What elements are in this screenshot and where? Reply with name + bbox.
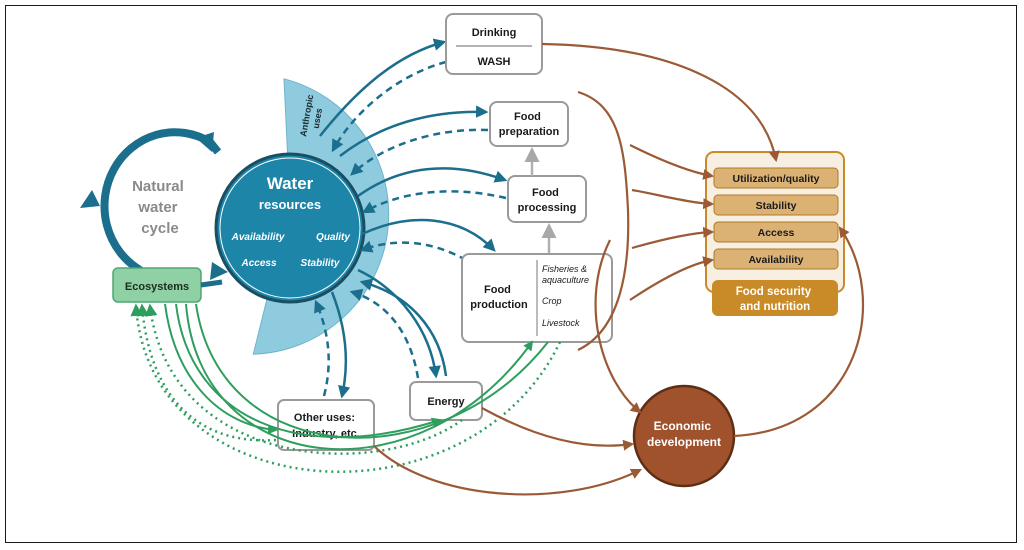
arrow-ecosystems-to-food-production-2: [195, 303, 549, 439]
ecosystems-label: Ecosystems: [125, 281, 189, 293]
arrow-water-to-other-uses: [330, 291, 351, 399]
food-processing-box: Food processing: [507, 175, 587, 223]
water-resources-inner-ring: [219, 157, 361, 299]
arrow-ecosystems-to-energy: [175, 303, 442, 439]
water-aspect-access: Access: [240, 258, 276, 269]
arrow-water-to-food-production: [361, 218, 496, 252]
arrow-brace-to-utilization: [629, 144, 715, 180]
cycle-arrowhead-top-icon: [196, 132, 214, 152]
food-security-title-box: [712, 280, 838, 316]
arrow-water-to-drinking: [319, 38, 447, 137]
arrow-energy-to-water-dashed: [349, 288, 420, 379]
ecosystem-service-arrows: [130, 303, 562, 473]
food-production-label: Food production: [470, 284, 528, 311]
arrow-drinking-to-utilization: [541, 42, 780, 163]
arrow-ecosystems-to-other-uses: [164, 303, 278, 435]
dotted-other-uses-to-ecosystems: [136, 303, 277, 442]
brace-food-chain: [577, 90, 630, 351]
water-aspect-stability: Stability: [301, 258, 340, 269]
availability-label: Availability: [748, 254, 803, 266]
energy-label: Energy: [427, 396, 465, 408]
drinking-wash-box: Drinking WASH: [445, 13, 543, 75]
food-processing-label: Food processing: [518, 187, 577, 214]
natural-water-cycle-arrows-icon: [80, 128, 228, 280]
food-preparation-label: Food preparation: [499, 111, 560, 138]
water-resources-title: Water: [267, 174, 314, 193]
economic-development-label: Economic development: [647, 419, 721, 449]
food-preparation-box: Food preparation: [489, 101, 569, 147]
utilization-label: Utilization/quality: [733, 173, 820, 185]
water-aspect-availability: Availability: [231, 232, 285, 243]
ecosystems-to-water-arrow: [200, 279, 223, 288]
arrow-food-preparation-to-water: [350, 128, 489, 176]
food-production-box: Food production Fisheries & aquaculture …: [461, 253, 613, 343]
arrow-water-to-energy: [357, 268, 441, 379]
arrow-food-processing-to-water: [361, 190, 507, 214]
arrow-drinking-to-water: [331, 60, 447, 153]
access-label: Access: [758, 227, 795, 239]
stability-label: Stability: [756, 200, 797, 212]
wash-label: WASH: [478, 56, 511, 68]
water-aspect-quality: Quality: [316, 232, 350, 243]
arrow-energy-to-economic-development: [481, 407, 635, 451]
drinking-label: Drinking: [472, 27, 517, 39]
arrow-brace-to-availability: [629, 256, 715, 301]
arrow-other-uses-to-economic-development: [373, 445, 642, 496]
cycle-arrowhead-right-icon: [210, 262, 228, 280]
arrow-brace-to-economic-development: [594, 239, 642, 414]
water-resources-subtitle: resources: [259, 197, 321, 212]
brown-impact-arrows: [373, 42, 865, 496]
arrow-water-to-food-preparation: [339, 105, 489, 157]
energy-box: Energy: [409, 381, 483, 421]
arrow-economic-development-to-access: [733, 226, 865, 438]
arrow-energy-to-water-solid: [359, 278, 448, 377]
arrow-ecosystems-to-food-production: [185, 303, 534, 451]
dotted-food-production-to-ecosystems: [130, 303, 562, 473]
water-use-arrows: [314, 38, 508, 399]
arrow-other-uses-to-water: [314, 299, 330, 397]
water-resources-circle: [214, 152, 366, 304]
food-production-items: Fisheries & aquaculture Crop Livestock: [542, 264, 592, 328]
dotted-energy-to-ecosystems: [145, 303, 463, 455]
food-security-title: Food security and nutrition: [736, 286, 815, 313]
natural-water-cycle-label: Natural water cycle: [132, 178, 188, 237]
cycle-arrowhead-left-icon: [80, 190, 100, 208]
food-security-panel: Utilization/quality Stability Access Ava…: [705, 151, 845, 316]
arrow-brace-to-access: [631, 226, 715, 250]
arrow-brace-to-stability: [631, 188, 715, 210]
arrow-water-to-food-processing: [357, 167, 508, 198]
arrow-food-production-to-water: [359, 240, 467, 262]
